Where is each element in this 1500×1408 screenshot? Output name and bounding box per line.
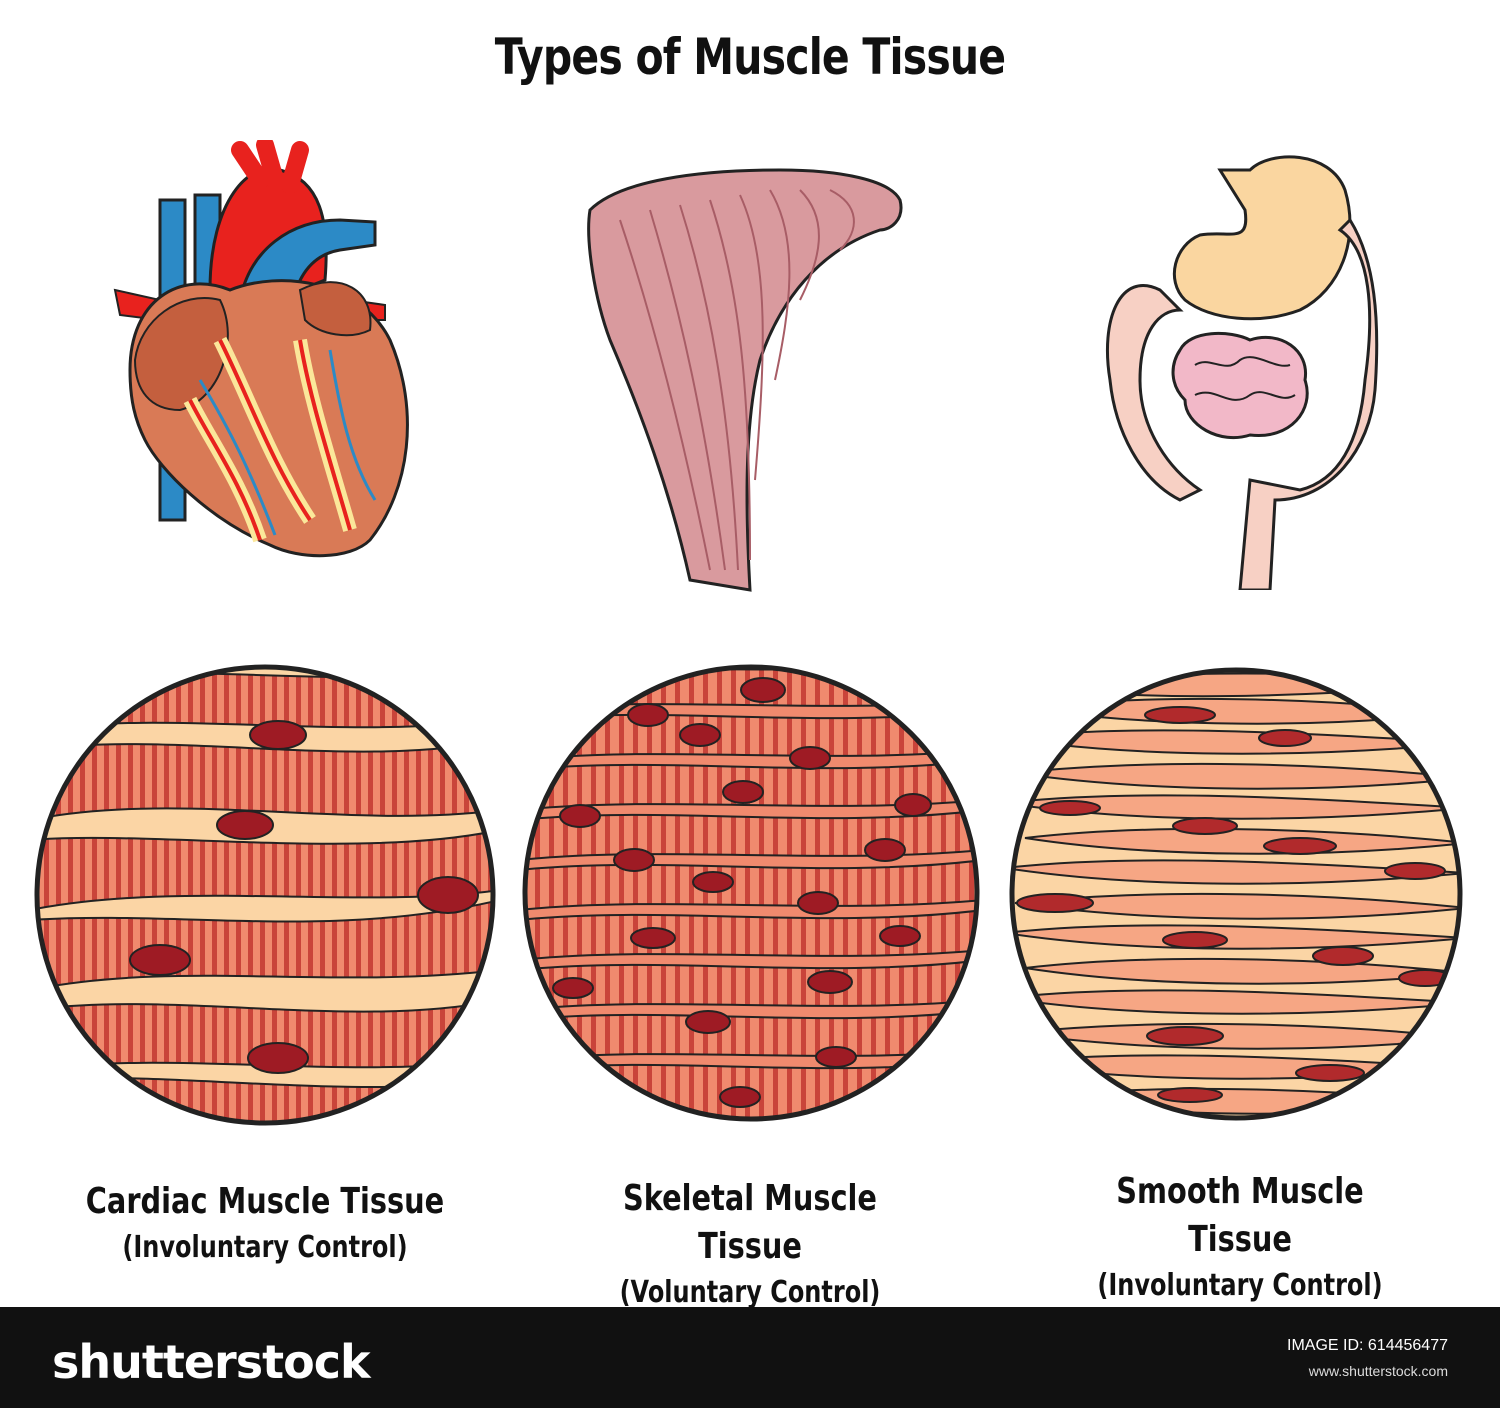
nucleus [1144,706,1216,724]
nucleus [1157,1087,1223,1103]
cardiac-tissue-circle [34,664,496,1126]
nucleus [630,927,676,949]
digestive-tract-illustration [1105,155,1379,590]
nucleus [789,746,831,770]
skeletal-control: (Voluntary Control) [619,1275,881,1310]
nucleus [552,977,594,999]
image-id-value: 614456477 [1367,1337,1448,1354]
nucleus [740,677,786,703]
nucleus [1295,1064,1365,1082]
footer-bar: shutterstock IMAGE ID: 614456477 www.shu… [0,1307,1500,1408]
nucleus [1258,729,1312,747]
cardiac-control: (Involuntary Control) [122,1230,408,1265]
nucleus [249,720,307,750]
nucleus [685,1010,731,1034]
nucleus [679,723,721,747]
site-url: www.shutterstock.com [1308,1363,1448,1379]
cardiac-caption: Cardiac Muscle Tissue (Involuntary Contr… [85,1178,445,1270]
cardiac-name: Cardiac Muscle Tissue [85,1181,445,1222]
nucleus [815,1046,857,1068]
skeletal-caption: Skeletal Muscle Tissue (Voluntary Contro… [570,1175,930,1315]
nucleus [692,871,734,893]
nucleus [1146,1026,1224,1046]
diagram-title: Types of Muscle Tissue [494,28,1006,86]
nucleus [1172,817,1238,835]
nucleus [1016,893,1094,913]
nucleus [417,876,479,914]
nucleus [1162,931,1228,949]
nucleus [719,1086,761,1108]
heart-illustration [113,140,409,558]
nucleus [559,804,601,828]
nucleus [894,793,932,817]
skeletal-name: Skeletal Muscle Tissue [623,1178,877,1267]
nucleus [613,848,655,872]
nucleus [1039,800,1101,816]
image-id-label: IMAGE ID: [1287,1337,1364,1354]
skeletal-tissue-circle [522,664,980,1122]
nucleus [1263,837,1337,855]
nucleus [1384,862,1446,880]
nucleus [864,838,906,862]
smooth-control: (Involuntary Control) [1097,1268,1383,1303]
smooth-name: Smooth Muscle Tissue [1116,1171,1364,1260]
skeletal-muscle-illustration [587,168,903,592]
nucleus [797,891,839,915]
nucleus [879,925,921,947]
nucleus [129,944,191,976]
nucleus [247,1042,309,1074]
nucleus [1312,946,1374,966]
smooth-caption: Smooth Muscle Tissue (Involuntary Contro… [1060,1168,1420,1308]
nucleus [216,810,274,840]
image-id: IMAGE ID: 614456477 [1287,1337,1448,1355]
nucleus [627,703,669,727]
nucleus [807,970,853,994]
nucleus [722,780,764,804]
smooth-tissue-circle [1009,667,1463,1121]
shutterstock-logo: shutterstock [52,1335,371,1389]
